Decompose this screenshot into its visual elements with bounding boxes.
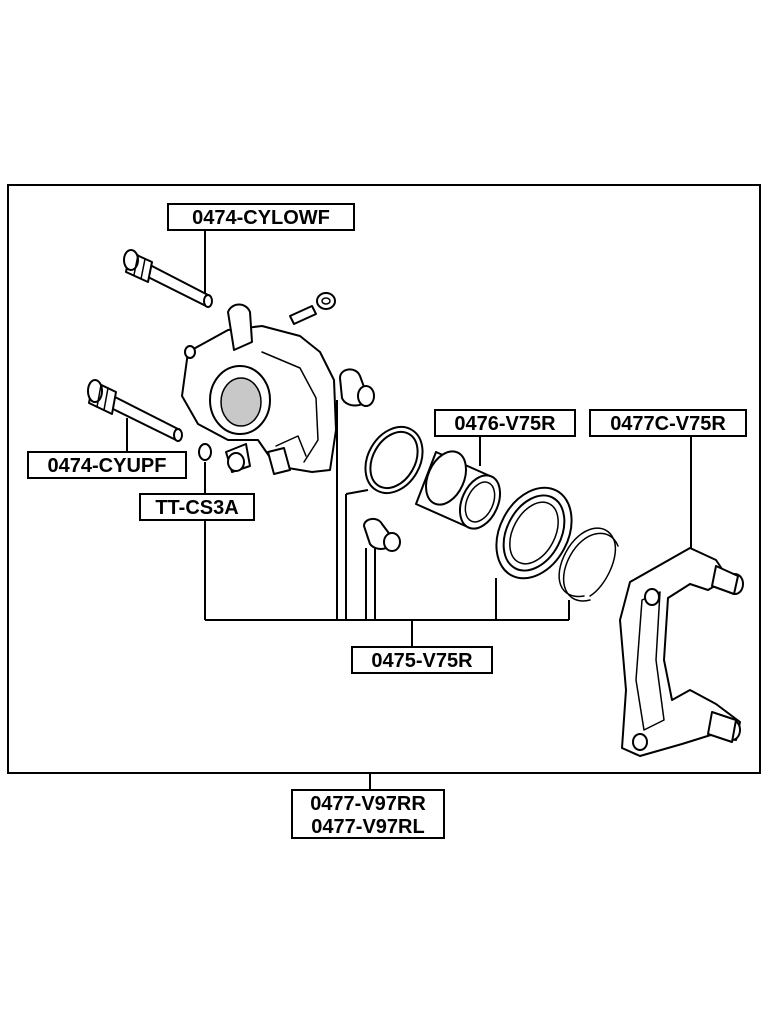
label-0476-v75r-text: 0476-V75R: [454, 413, 556, 435]
bushing-small: [198, 443, 212, 461]
label-0474-cyupf-text: 0474-CYUPF: [48, 455, 167, 477]
caliper-body: [181, 303, 337, 475]
label-0476-v75r: 0476-V75R: [434, 409, 576, 437]
label-0475-v75r-text: 0475-V75R: [371, 650, 473, 672]
bleeder-screw: [289, 292, 336, 325]
piston-seal: [364, 426, 424, 494]
label-0477-v97rl-text: 0477-V97RL: [311, 816, 424, 838]
label-0477-v97rr-rl: 0477-V97RR 0477-V97RL: [291, 789, 445, 839]
label-tt-cs3a: TT-CS3A: [139, 493, 255, 521]
label-0474-cylowf: 0474-CYLOWF: [167, 203, 355, 231]
label-0475-v75r: 0475-V75R: [351, 646, 493, 674]
dust-boot: [495, 486, 573, 580]
label-tt-cs3a-text: TT-CS3A: [155, 497, 238, 519]
guide-boot-lower: [363, 518, 401, 552]
piston: [415, 450, 502, 530]
retaining-ring: [558, 527, 619, 602]
lower-guide-pin: [87, 379, 183, 442]
leader-lines: [126, 229, 692, 790]
label-0477-v97rr-text: 0477-V97RR: [310, 793, 426, 815]
diagram-frame: [7, 184, 761, 774]
upper-guide-pin: [123, 249, 213, 308]
label-0477c-v75r-text: 0477C-V75R: [610, 413, 726, 435]
label-0474-cylowf-text: 0474-CYLOWF: [192, 207, 330, 229]
guide-boot-upper: [339, 368, 375, 407]
label-0477c-v75r: 0477C-V75R: [589, 409, 747, 437]
label-0474-cyupf: 0474-CYUPF: [27, 451, 187, 479]
caliper-bracket: [619, 547, 744, 757]
